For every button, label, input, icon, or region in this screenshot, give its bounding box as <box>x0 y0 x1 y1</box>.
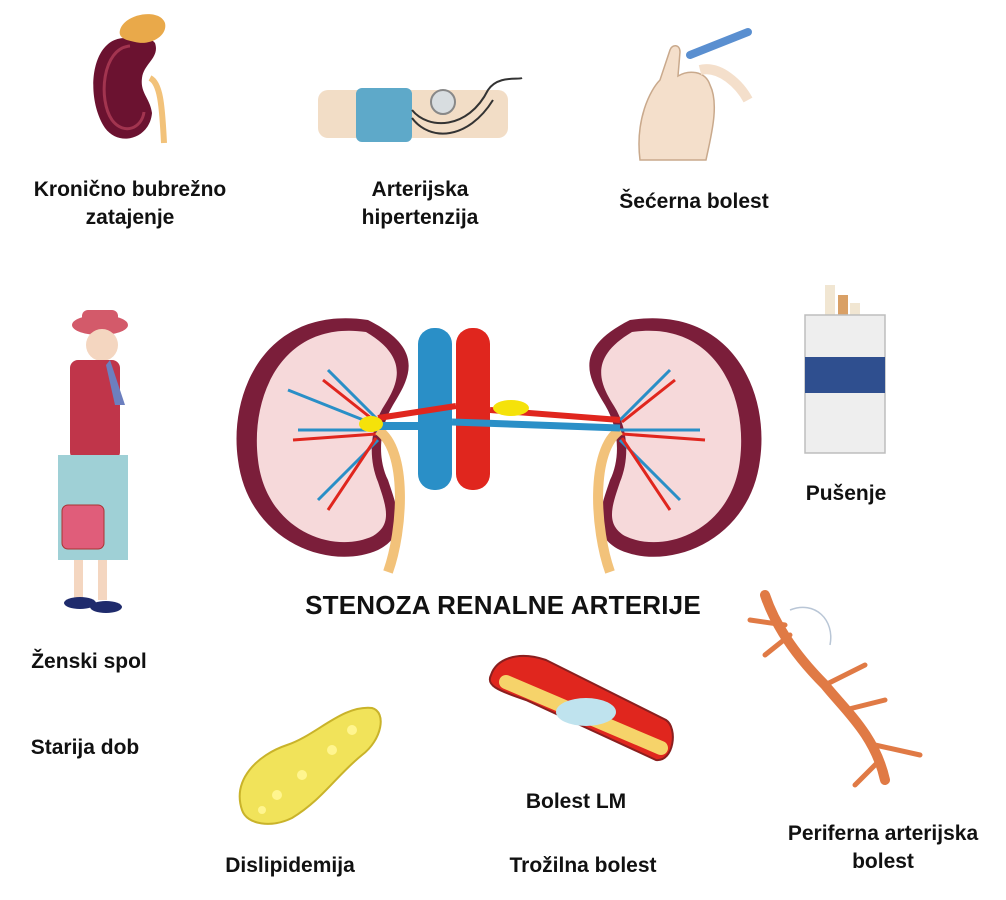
fat-tissue-icon <box>232 700 384 830</box>
pad-label: Periferna arterijska bolest <box>760 820 1006 876</box>
pad-label-line1: Periferna arterijska <box>760 820 1006 848</box>
diabetes-label: Šećerna bolest <box>588 188 800 216</box>
hypertension-label-line2: hipertenzija <box>320 204 520 232</box>
hypertension-label-line1: Arterijska <box>320 176 520 204</box>
three-vessel-label: Trožilna bolest <box>476 852 690 880</box>
ckd-label: Kronično bubrežno zatajenje <box>0 176 260 232</box>
lm-disease-label: Bolest LM <box>486 788 666 816</box>
peripheral-artery-icon <box>735 585 935 795</box>
renal-anatomy-illustration <box>228 310 770 575</box>
age-label: Starija dob <box>0 734 170 762</box>
elderly-woman-icon <box>40 305 150 620</box>
cigarette-pack-icon <box>800 285 890 455</box>
blood-pressure-cuff-icon <box>318 70 523 150</box>
smoking-label: Pušenje <box>786 480 906 508</box>
kidney-icon <box>80 8 190 148</box>
pad-label-line2: bolest <box>760 848 1006 876</box>
ckd-label-line1: Kronično bubrežno <box>0 176 260 204</box>
hypertension-label: Arterijska hipertenzija <box>320 176 520 232</box>
female-label: Ženski spol <box>0 648 178 676</box>
dyslipidemia-label: Dislipidemija <box>200 852 380 880</box>
finger-prick-icon <box>630 10 760 165</box>
ckd-label-line2: zatajenje <box>0 204 260 232</box>
atherosclerotic-artery-icon <box>486 650 676 765</box>
